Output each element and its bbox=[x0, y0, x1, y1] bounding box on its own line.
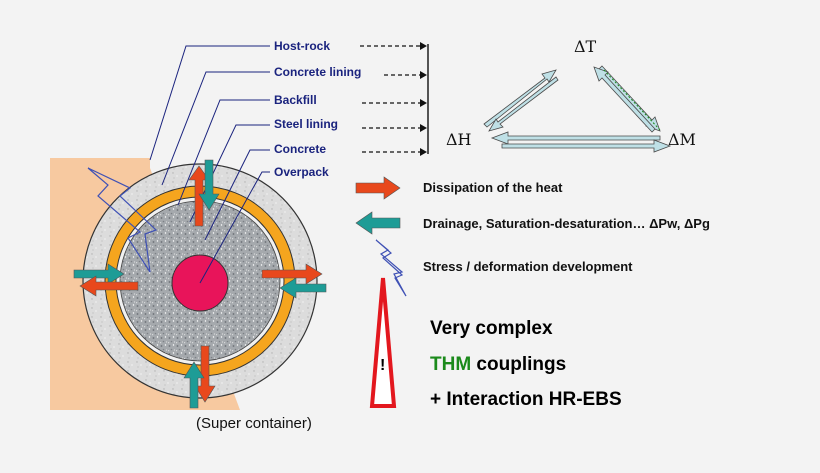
label-steel-lining: Steel lining bbox=[274, 117, 338, 131]
dashed-connectors bbox=[360, 45, 420, 153]
legend-drainage-arrow-icon bbox=[355, 211, 401, 235]
right-arrows bbox=[261, 263, 327, 299]
delta-m-label: ΔM bbox=[668, 130, 696, 149]
left-drain-arrow-icon bbox=[73, 263, 125, 285]
legend-heat-text: Dissipation of the heat bbox=[423, 180, 563, 195]
legend-stress-bolt-icon bbox=[375, 239, 407, 297]
bottom-heat-arrow-icon bbox=[194, 345, 216, 403]
arrow-t-to-m-icon bbox=[598, 65, 661, 132]
top-arrows bbox=[188, 159, 220, 227]
top-heat-arrow-icon bbox=[188, 165, 210, 227]
arrow-h-to-m-icon bbox=[501, 139, 672, 153]
arrow-m-to-t-icon bbox=[593, 66, 656, 133]
bottom-arrows bbox=[183, 345, 216, 409]
delta-t-label: ΔT bbox=[574, 37, 597, 56]
summary-line-2: THM couplings bbox=[430, 354, 566, 375]
thm-highlight: THM bbox=[430, 354, 471, 375]
legend-drainage-text: Drainage, Saturation-desaturation… ΔPw, … bbox=[423, 216, 710, 231]
caption: (Super container) bbox=[196, 415, 312, 432]
right-drain-arrow-icon bbox=[279, 277, 327, 299]
summary-line-3: + Interaction HR-EBS bbox=[430, 389, 622, 410]
bracket-arrowheads bbox=[420, 42, 427, 156]
triangle-green-dotted-line bbox=[603, 69, 661, 131]
warning-mark: ! bbox=[380, 357, 385, 374]
label-host-rock: Host-rock bbox=[274, 39, 330, 53]
left-heat-arrow-icon bbox=[79, 275, 139, 297]
triangle-arrows bbox=[483, 65, 672, 153]
arrow-m-to-h-icon bbox=[490, 131, 661, 145]
delta-h-label: ΔH bbox=[446, 130, 472, 149]
label-backfill: Backfill bbox=[274, 93, 317, 107]
label-concrete-lining: Concrete lining bbox=[274, 65, 361, 79]
couplings-text: couplings bbox=[471, 354, 566, 375]
right-heat-arrow-icon bbox=[261, 263, 323, 285]
summary-line-1: Very complex bbox=[430, 318, 553, 339]
legend-heat-arrow-icon bbox=[355, 176, 401, 200]
label-concrete: Concrete bbox=[274, 142, 326, 156]
arrow-h-to-t-icon bbox=[483, 69, 557, 128]
warning-wedge-icon bbox=[369, 277, 397, 408]
label-overpack: Overpack bbox=[274, 165, 329, 179]
legend-stress-text: Stress / deformation development bbox=[423, 259, 633, 274]
top-drain-arrow-icon bbox=[198, 159, 220, 211]
arrow-t-to-h-icon bbox=[488, 76, 559, 132]
stress-bolt-on-ring bbox=[87, 167, 158, 273]
bottom-drain-arrow-icon bbox=[183, 361, 205, 409]
left-arrows bbox=[73, 263, 139, 297]
